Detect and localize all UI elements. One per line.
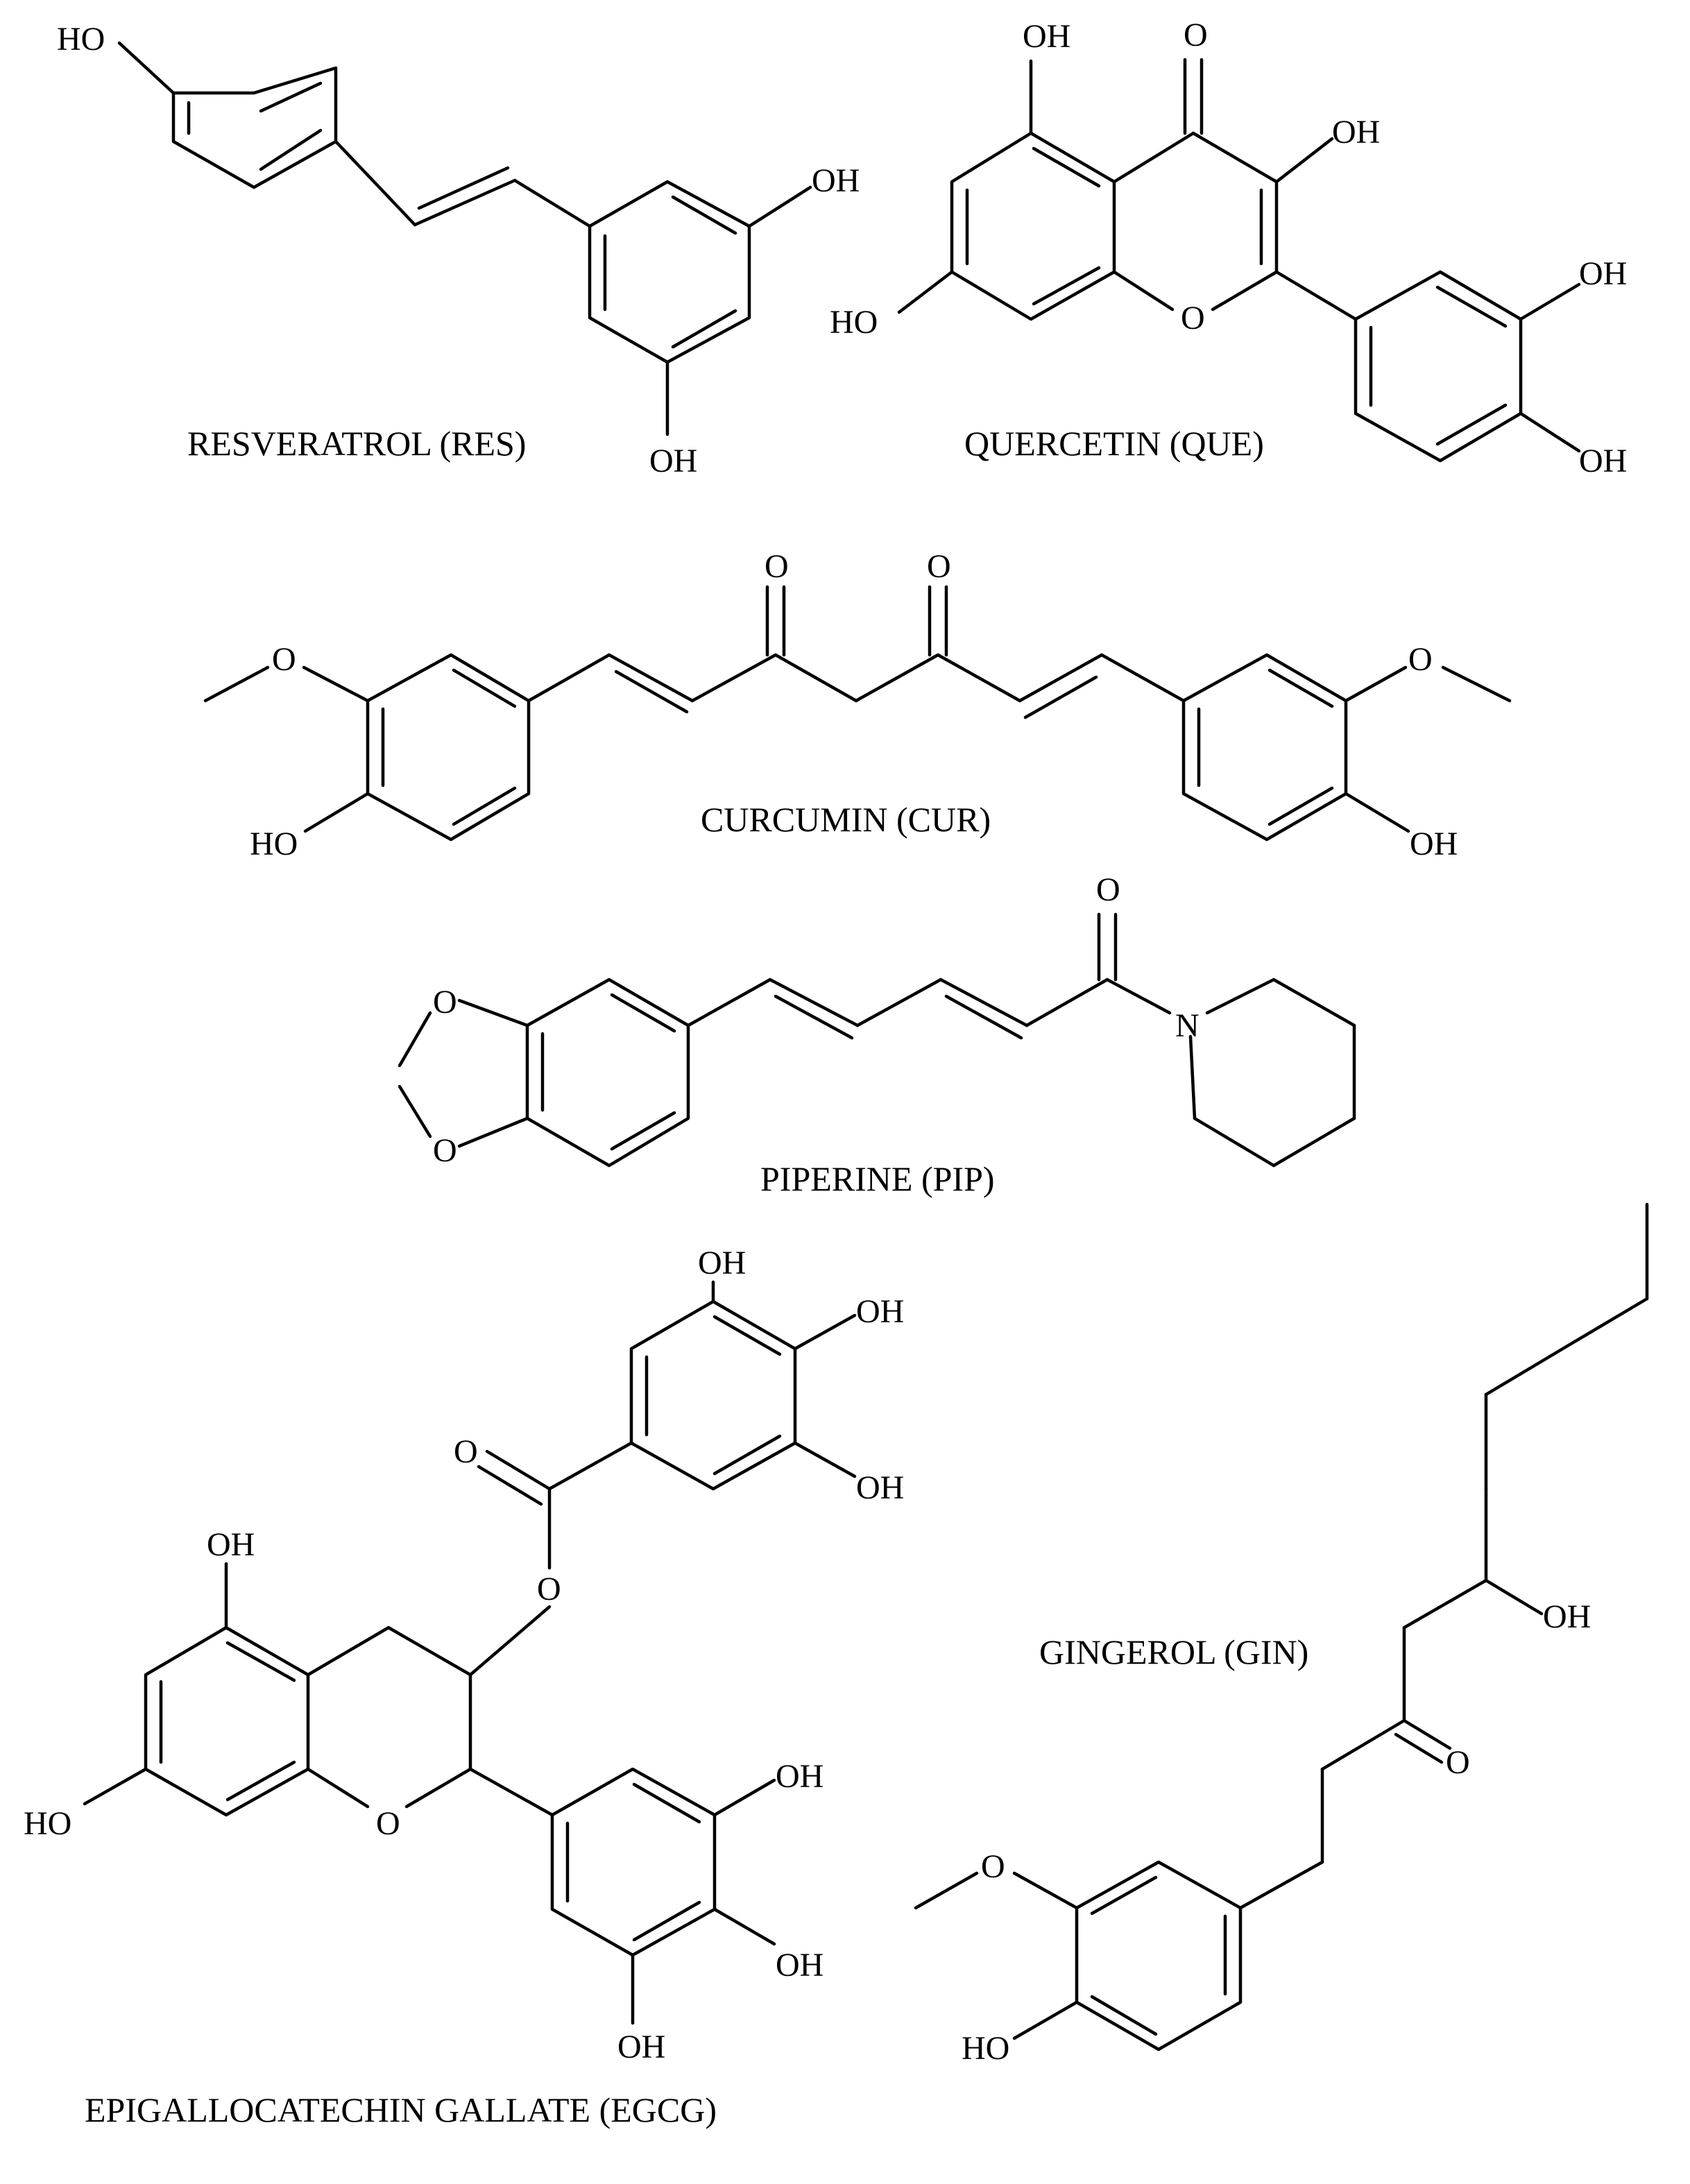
- quercetin-oh-3: OH: [1332, 114, 1380, 151]
- quercetin-oh-top: OH: [1023, 18, 1070, 55]
- piperine-n: N: [1175, 1007, 1200, 1044]
- quercetin-structure: OH O OH HO O OH OH QUERCETIN (QUE): [830, 17, 1627, 479]
- egcg-ring-o: O: [376, 1805, 400, 1842]
- quercetin-name: QUERCETIN (QUE): [964, 424, 1264, 463]
- quercetin-ring-o: O: [1181, 300, 1205, 336]
- curcumin-structure: O HO O O O OH CURCUMIN (CUR): [203, 548, 1512, 862]
- gingerol-oh: OH: [1543, 1598, 1591, 1635]
- curcumin-methoxy-o-left: O: [272, 641, 296, 678]
- egcg-oh-ring-b-top: OH: [776, 1758, 823, 1795]
- curcumin-ho-left: HO: [250, 826, 298, 862]
- curcumin-carbonyl-o-2: O: [927, 548, 951, 585]
- gingerol-bonds: [914, 1202, 1649, 2051]
- curcumin-bonds: [203, 585, 1512, 842]
- egcg-ester-o: O: [537, 1571, 561, 1607]
- gingerol-name: GINGEROL (GIN): [1039, 1632, 1308, 1671]
- piperine-structure: O O O N PIPERINE (PIP): [398, 871, 1356, 1198]
- egcg-oh-gallate-bottom: OH: [856, 1469, 904, 1506]
- piperine-o-lower: O: [433, 1132, 457, 1169]
- resveratrol-structure: HO OH OH RESVERATROL (RES): [57, 21, 860, 479]
- egcg-oh-5: OH: [207, 1526, 255, 1563]
- quercetin-ho-7: HO: [830, 304, 878, 341]
- egcg-bonds: [83, 1280, 857, 2025]
- piperine-name: PIPERINE (PIP): [760, 1159, 995, 1198]
- egcg-oh-ring-b-bottom: OH: [617, 2029, 665, 2065]
- egcg-oh-gallate-mid: OH: [856, 1293, 904, 1330]
- gingerol-methoxy-o: O: [981, 1848, 1005, 1885]
- egcg-ester-carbonyl-o: O: [454, 1433, 478, 1470]
- resveratrol-oh-label: OH: [812, 162, 860, 199]
- quercetin-bonds: [897, 58, 1581, 463]
- quercetin-oh-4prime: OH: [1579, 443, 1627, 479]
- curcumin-name: CURCUMIN (CUR): [701, 800, 991, 839]
- gingerol-carbonyl-o: O: [1446, 1744, 1470, 1781]
- resveratrol-ho-label: HO: [57, 21, 105, 58]
- curcumin-carbonyl-o-1: O: [765, 548, 789, 585]
- gingerol-ho: HO: [962, 2030, 1009, 2067]
- gingerol-structure: OH O O HO GINGEROL (GIN): [914, 1202, 1649, 2067]
- quercetin-oh-3prime: OH: [1579, 255, 1627, 292]
- resveratrol-oh-label-bottom: OH: [649, 443, 697, 479]
- resveratrol-name: RESVERATROL (RES): [187, 424, 526, 463]
- egcg-oh-ring-b-mid: OH: [776, 1947, 823, 1983]
- piperine-bonds: [398, 912, 1356, 1168]
- curcumin-methoxy-o-right: O: [1408, 641, 1433, 678]
- curcumin-oh-right: OH: [1410, 826, 1458, 862]
- egcg-ho-7: HO: [24, 1805, 71, 1842]
- piperine-carbonyl-o: O: [1096, 871, 1120, 908]
- quercetin-carbonyl-o: O: [1184, 17, 1208, 53]
- resveratrol-bonds: [117, 41, 812, 436]
- egcg-structure: OH OH OH O O OH HO O OH OH OH EPIGALLOCA…: [24, 1245, 904, 2129]
- egcg-name: EPIGALLOCATECHIN GALLATE (EGCG): [85, 2090, 717, 2129]
- piperine-o-upper: O: [433, 984, 457, 1021]
- egcg-oh-gallate-top: OH: [698, 1245, 746, 1281]
